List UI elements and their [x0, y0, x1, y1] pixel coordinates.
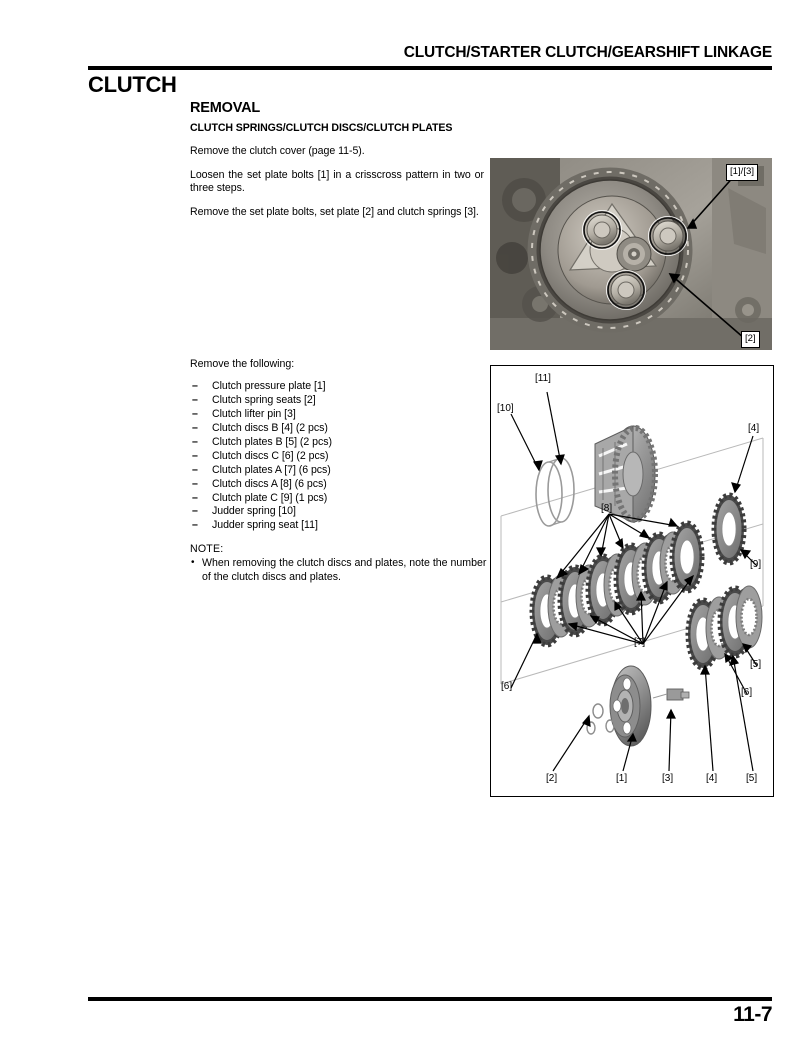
exploded-view-illustration: [491, 366, 773, 796]
footer-rule: [88, 997, 772, 1001]
removal-heading: REMOVAL: [190, 100, 261, 116]
diagram-label-9: [9]: [750, 559, 762, 570]
procedure-paragraph-2: Loosen the set plate bolts [1] in a cris…: [190, 168, 484, 195]
list-item: Clutch discs A [8] (6 pcs): [190, 478, 490, 492]
procedure-text-upper: REMOVAL CLUTCH SPRINGS/CLUTCH DISCS/CLUT…: [190, 100, 484, 220]
diagram-label-3-bottom: [3]: [662, 773, 674, 784]
diagram-label-5-bottom: [5]: [746, 773, 758, 784]
list-item: Clutch plates B [5] (2 pcs): [190, 436, 490, 450]
note-list: When removing the clutch discs and plate…: [190, 556, 490, 585]
photo-callout-1-3: [1]/[3]: [726, 164, 758, 181]
diagram-label-5-right: [5]: [750, 659, 762, 670]
list-item: Clutch spring seats [2]: [190, 394, 490, 408]
list-item: Judder spring [10]: [190, 505, 490, 519]
list-item: Clutch lifter pin [3]: [190, 408, 490, 422]
diagram-label-8: [8]: [601, 503, 613, 514]
diagram-label-11: [11]: [535, 373, 551, 384]
subsection-heading: CLUTCH SPRINGS/CLUTCH DISCS/CLUTCH PLATE…: [190, 122, 453, 134]
header-rule: [88, 66, 772, 70]
diagram-label-4-bottom: [4]: [706, 773, 718, 784]
page-number: 11-7: [733, 1003, 772, 1026]
photo-callout-2: [2]: [741, 331, 760, 348]
procedure-paragraph-3: Remove the set plate bolts, set plate [2…: [190, 206, 479, 219]
diagram-label-6-left: [6]: [501, 681, 513, 692]
list-item: Clutch pressure plate [1]: [190, 380, 490, 394]
list-item: Clutch plate C [9] (1 pcs): [190, 492, 490, 506]
list-item: When removing the clutch discs and plate…: [190, 556, 490, 585]
remove-following-label: Remove the following:: [190, 358, 295, 370]
clutch-assembly-photo: [1]/[3] [2]: [490, 158, 772, 350]
page-header-title: CLUTCH/STARTER CLUTCH/GEARSHIFT LINKAGE: [403, 44, 772, 61]
diagram-label-6-right: [6]: [741, 687, 753, 698]
diagram-label-1-bottom: [1]: [616, 773, 628, 784]
diagram-label-7: [7]: [634, 637, 646, 648]
list-item: Clutch discs C [6] (2 pcs): [190, 450, 490, 464]
diagram-label-4-top: [4]: [748, 423, 760, 434]
diagram-label-2-bottom: [2]: [546, 773, 558, 784]
procedure-paragraph-1: Remove the clutch cover (page 11-5).: [190, 144, 365, 157]
clutch-exploded-diagram: [11] [10] [4] [8] [9] [7] [6] [5] [6] [2…: [490, 365, 774, 797]
list-item: Clutch plates A [7] (6 pcs): [190, 464, 490, 478]
photo-illustration: [490, 158, 772, 350]
page-title: CLUTCH: [88, 72, 177, 97]
list-item: Judder spring seat [11]: [190, 519, 490, 533]
list-item: Clutch discs B [4] (2 pcs): [190, 422, 490, 436]
note-heading: NOTE:: [190, 543, 224, 556]
parts-list: Clutch pressure plate [1] Clutch spring …: [190, 380, 490, 534]
procedure-text-lower: Remove the following: Clutch pressure pl…: [190, 358, 490, 585]
diagram-label-10: [10]: [497, 403, 514, 414]
